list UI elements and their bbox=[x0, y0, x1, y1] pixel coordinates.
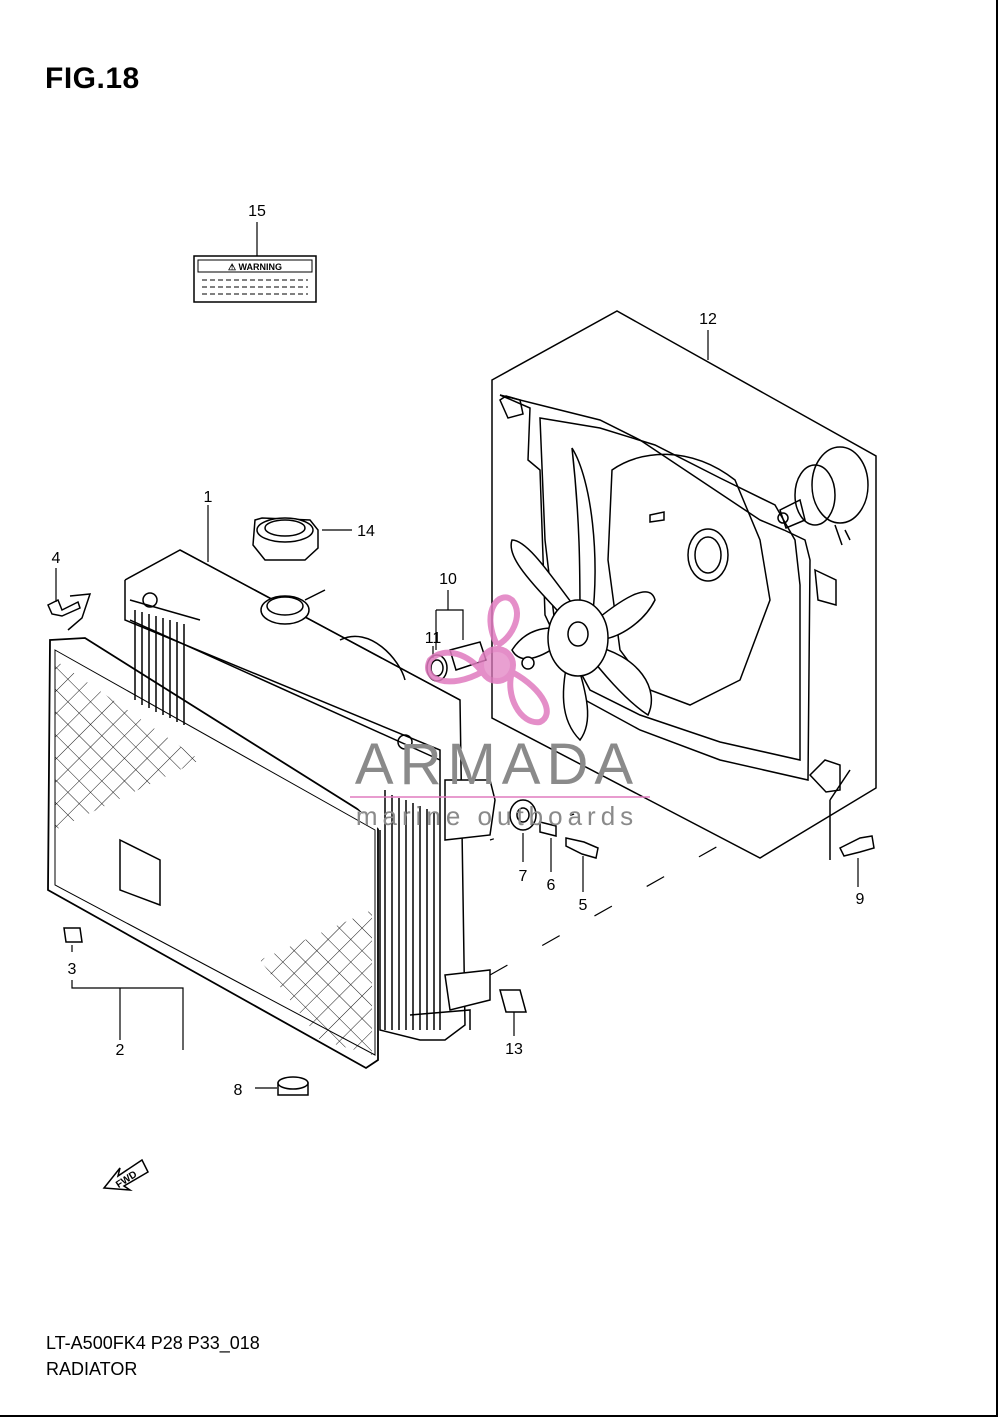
figure-title: FIG.18 bbox=[45, 62, 140, 95]
radiator-cap bbox=[252, 517, 352, 561]
callout-5: 5 bbox=[579, 897, 588, 914]
fan-blades bbox=[510, 447, 656, 742]
armada-watermark: ARMADA marine outboards bbox=[350, 594, 650, 831]
callout-8: 8 bbox=[234, 1082, 243, 1099]
callout-11: 11 bbox=[425, 630, 442, 647]
warning-label-text: ⚠ WARNING bbox=[228, 262, 282, 272]
callout-6: 6 bbox=[547, 877, 556, 894]
diagram-title: RADIATOR bbox=[46, 1359, 138, 1379]
callout-4: 4 bbox=[52, 550, 61, 567]
radiator-body bbox=[119, 549, 496, 1041]
leader-lines bbox=[55, 505, 859, 1089]
part-4-bolt bbox=[47, 598, 81, 617]
model-code: LT-A500FK4 P28 P33_018 bbox=[46, 1333, 260, 1353]
callout-15: 15 bbox=[248, 203, 266, 220]
callout-3: 3 bbox=[68, 961, 77, 978]
part-6-collar bbox=[539, 821, 557, 837]
watermark-brand: ARMADA bbox=[355, 732, 639, 797]
callout-7: 7 bbox=[519, 868, 528, 885]
callout-1: 1 bbox=[204, 489, 213, 506]
callout-12: 12 bbox=[699, 311, 717, 328]
part-3-clip bbox=[63, 927, 83, 943]
fwd-arrow-icon: FWD bbox=[102, 1158, 149, 1191]
small-fasteners bbox=[47, 593, 875, 1096]
armada-logo-icon bbox=[425, 594, 550, 726]
radiator-screen bbox=[47, 637, 379, 1070]
part-9-bolt bbox=[838, 835, 875, 857]
callout-14: 14 bbox=[357, 523, 375, 540]
callout-9: 9 bbox=[856, 891, 865, 908]
callout-2: 2 bbox=[116, 1042, 125, 1059]
callout-13: 13 bbox=[505, 1041, 523, 1058]
warning-label: ⚠ WARNING bbox=[193, 222, 317, 303]
watermark-tagline: marine outboards bbox=[356, 801, 638, 831]
part-5-bolt bbox=[565, 837, 599, 859]
callout-10: 10 bbox=[439, 571, 457, 588]
part-13-nut bbox=[499, 989, 527, 1013]
callout-labels: 1 2 3 4 5 6 7 8 9 10 11 12 13 14 15 bbox=[52, 203, 865, 1099]
